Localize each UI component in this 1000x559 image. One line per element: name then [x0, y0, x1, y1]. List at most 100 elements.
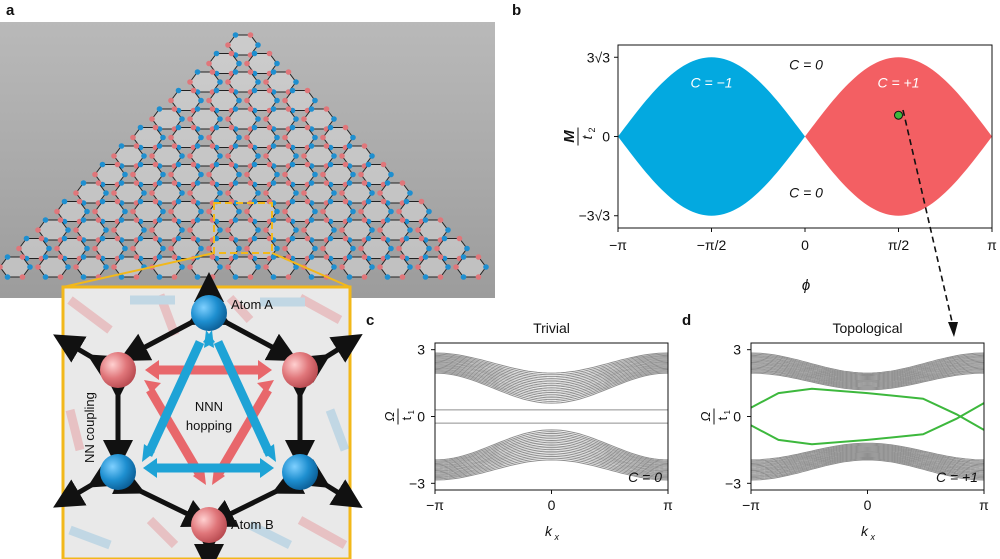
- lattice-atom-a: [236, 245, 242, 252]
- lattice-atom-b: [247, 180, 254, 186]
- lattice-atom-a: [274, 245, 280, 252]
- upper-band-line: [434, 366, 669, 395]
- lattice-atom-a: [270, 217, 277, 223]
- lower-band-line: [434, 441, 669, 469]
- lattice-atom-a: [308, 106, 315, 112]
- lattice-atom-a: [346, 217, 353, 223]
- upper-band-line: [751, 372, 984, 391]
- lattice-atom-a: [80, 254, 87, 260]
- lattice-atom-b: [282, 245, 288, 252]
- lattice-atom-a: [179, 153, 185, 159]
- upper-band-line: [750, 364, 985, 384]
- lattice-atom-b: [339, 264, 345, 270]
- lattice-atom-a: [388, 208, 394, 215]
- upper-band-line: [750, 354, 985, 376]
- lower-band-line: [750, 457, 985, 479]
- lattice-atom-b: [206, 171, 212, 178]
- upper-band-line: [434, 372, 669, 404]
- lattice-atom-b: [263, 153, 269, 159]
- zoom-box: [213, 202, 273, 254]
- lattice-atom-a: [175, 124, 182, 131]
- lattice-atom-a: [369, 264, 375, 270]
- lattice-atom-a: [217, 190, 223, 196]
- lattice-atom-a: [42, 217, 49, 223]
- upper-band-line: [434, 353, 669, 376]
- lattice-atom-b: [285, 143, 292, 149]
- lattice-atom-a: [84, 208, 90, 215]
- atom-b-label: Atom B: [231, 517, 274, 532]
- lattice-atom-b: [399, 180, 406, 186]
- lattice-atom-a: [270, 106, 277, 112]
- lattice-atom-a: [23, 235, 30, 242]
- lattice-atom-a: [255, 264, 261, 270]
- lattice-atom-a: [122, 208, 128, 215]
- lattice-atom-a: [270, 180, 277, 186]
- lattice-atom-a: [350, 134, 356, 141]
- lattice-atom-a: [365, 235, 372, 242]
- lower-band-line: [434, 448, 669, 474]
- lattice-atom-b: [225, 42, 231, 48]
- upper-band-line: [750, 369, 985, 388]
- lattice-atom-b: [190, 235, 197, 242]
- lattice-atom-b: [339, 227, 345, 233]
- atom-blue-right: [282, 454, 318, 490]
- lower-band-line: [750, 455, 985, 476]
- lattice-atom-a: [141, 153, 147, 159]
- lattice-atom-b: [266, 161, 273, 168]
- lattice-atom-a: [403, 235, 410, 242]
- lattice-atom-b: [282, 171, 288, 178]
- lattice-atom-b: [152, 198, 159, 205]
- lattice-atom-b: [187, 227, 193, 233]
- lattice-atom-b: [133, 143, 140, 149]
- lattice-atom-a: [4, 274, 11, 280]
- lower-band-line: [434, 429, 669, 461]
- lattice-atom-a: [160, 245, 166, 252]
- lattice-atom-a: [384, 254, 391, 260]
- lattice-atom-b: [111, 264, 117, 270]
- lower-band-line: [434, 443, 669, 470]
- lattice-atom-a: [327, 124, 334, 131]
- lattice-atom-b: [206, 245, 212, 252]
- lattice-atom-a: [65, 227, 71, 233]
- atom-blue-left: [100, 454, 136, 490]
- lattice-atom-a: [160, 208, 166, 215]
- lattice-atom-a: [213, 124, 220, 131]
- lattice-atom-a: [403, 198, 410, 205]
- lattice-atom-b: [437, 217, 444, 223]
- lattice-atom-a: [194, 106, 201, 112]
- upper-band-line: [434, 360, 669, 386]
- lattice-atom-b: [209, 143, 216, 149]
- edge-state-line-1: [750, 402, 985, 446]
- x-axis-label-subscript: x: [870, 532, 876, 542]
- lattice-atom-b: [225, 116, 231, 122]
- lattice-atom-a: [293, 79, 299, 85]
- lattice-atom-b: [171, 274, 178, 280]
- lattice-atom-b: [111, 190, 117, 196]
- lattice-atom-b: [114, 161, 121, 168]
- lattice-atom-a: [118, 274, 125, 280]
- lattice-atom-a: [160, 171, 166, 178]
- lattice-atom-b: [168, 97, 174, 104]
- lattice-atom-b: [228, 124, 235, 131]
- lattice-atom-b: [38, 235, 45, 242]
- upper-band-line: [751, 366, 984, 386]
- zoom-line-right: [271, 252, 351, 288]
- lattice-atom-a: [198, 245, 204, 252]
- nnn-label-line1: NNN: [195, 399, 223, 414]
- lattice-atom-b: [171, 217, 178, 223]
- lattice-atom-a: [61, 235, 68, 242]
- y-label-denominator: t: [715, 416, 730, 420]
- lower-band-line: [435, 454, 668, 477]
- lattice-atom-b: [168, 245, 174, 252]
- lattice-atom-a: [384, 217, 391, 223]
- lower-band-line: [434, 436, 669, 466]
- upper-band-line: [434, 362, 669, 388]
- lattice-atom-b: [247, 32, 254, 38]
- lattice-atom-a: [156, 274, 163, 280]
- lattice-atom-a: [350, 245, 356, 252]
- lattice-atom-a: [289, 198, 296, 205]
- lattice-atom-b: [323, 180, 330, 186]
- lattice-atom-b: [301, 116, 307, 122]
- lattice-atom-a: [255, 227, 261, 233]
- lattice-atom-a: [407, 227, 413, 233]
